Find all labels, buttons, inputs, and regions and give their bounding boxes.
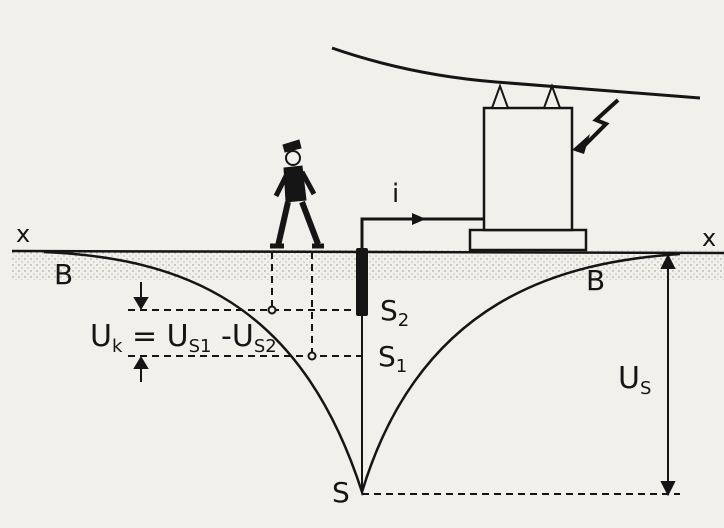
uk-formula: Uk = US1 -US2 [90, 319, 277, 357]
current-path [360, 213, 484, 248]
b-left-label: B [54, 258, 73, 291]
earth-electrode [356, 248, 368, 316]
point-s2 [267, 305, 277, 315]
transformer-icon [468, 83, 588, 252]
point-s1 [307, 351, 317, 361]
s2-label: S2 [380, 294, 409, 331]
us-dimension [660, 253, 676, 497]
current-label: i [392, 179, 399, 209]
lightning-bolt-icon [572, 98, 620, 154]
construction-lines [128, 252, 680, 495]
b-right-label: B [586, 264, 605, 297]
uk-dimension [133, 282, 149, 382]
s-label: S [332, 476, 350, 509]
s1-label: S1 [378, 340, 407, 377]
overhead-line [331, 46, 701, 100]
x-axis-right-label: x [702, 224, 716, 252]
walking-person-icon [270, 139, 324, 249]
us-label: US [618, 361, 651, 399]
x-axis-left-label: x [16, 220, 30, 248]
